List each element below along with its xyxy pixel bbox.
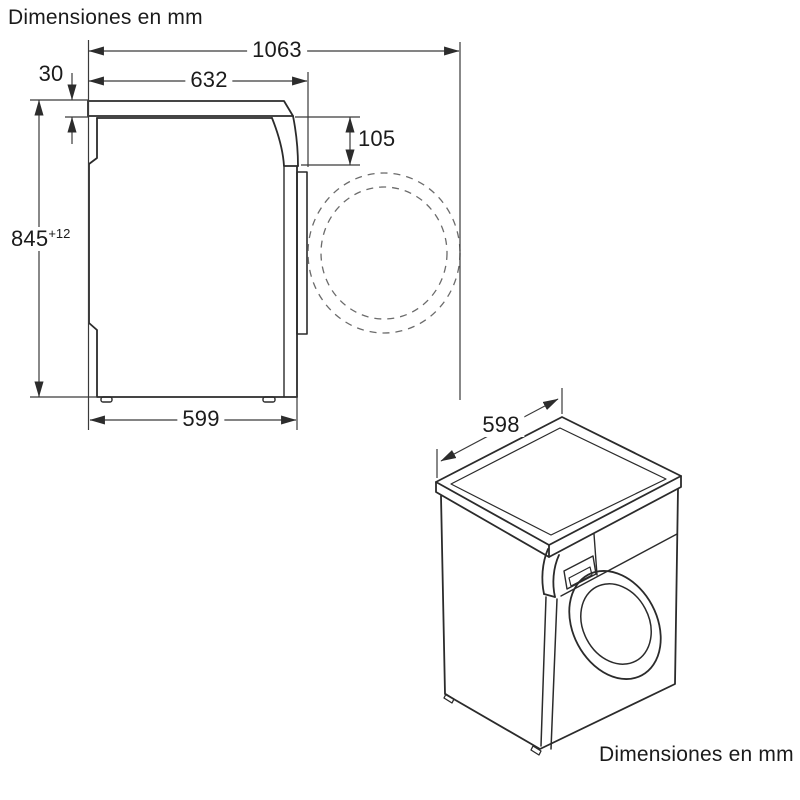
page-title: Dimensiones en mm (8, 6, 203, 29)
door-swing-inner (320, 186, 448, 320)
dim-label-598: 598 (477, 412, 525, 438)
iso-view-drawing (435, 416, 682, 756)
iso-body-outline (440, 488, 679, 750)
iso-corner-chamfer-right (550, 598, 558, 750)
iso-control-band-bottom (560, 533, 678, 597)
iso-panel-seam (593, 533, 598, 576)
side-front-cowl-inner (271, 117, 285, 167)
iso-drawer-inset (568, 566, 593, 587)
iso-corner-chamfer-left (540, 596, 547, 747)
door-swing-outer (307, 172, 461, 334)
iso-cowl-bottom (543, 593, 556, 598)
iso-door-glass (580, 583, 652, 665)
iso-top-face (435, 416, 682, 546)
side-foot-right (262, 396, 276, 403)
side-foot-left (100, 396, 113, 403)
side-front-cowl-outer (292, 115, 299, 167)
dim-label-632: 632 (185, 67, 233, 93)
iso-foot-front (530, 745, 542, 756)
dim-label-105: 105 (358, 126, 396, 151)
dim-label-845-tolerance: +12 (48, 226, 71, 241)
iso-foot-left (443, 693, 455, 704)
dim-label-599: 599 (177, 406, 225, 432)
side-body-outline (88, 117, 298, 398)
iso-cowl-outer (541, 548, 549, 595)
side-door (296, 171, 308, 335)
dim-label-845: 845+12 (6, 226, 76, 252)
door-swing-circles (307, 172, 461, 334)
iso-door-outer-ring (568, 570, 662, 680)
side-view-drawing (87, 100, 308, 403)
iso-drawer-frame (563, 555, 597, 590)
iso-cowl-inner (552, 554, 560, 598)
iso-top-thickness (435, 475, 682, 558)
dim-label-845-value: 845 (11, 226, 49, 251)
dim-label-30: 30 (38, 61, 64, 86)
dim-label-1063: 1063 (247, 37, 307, 63)
side-dimension-lines (30, 40, 461, 430)
footer-caption: Dimensiones en mm (599, 743, 794, 766)
side-top-panel (87, 100, 294, 117)
